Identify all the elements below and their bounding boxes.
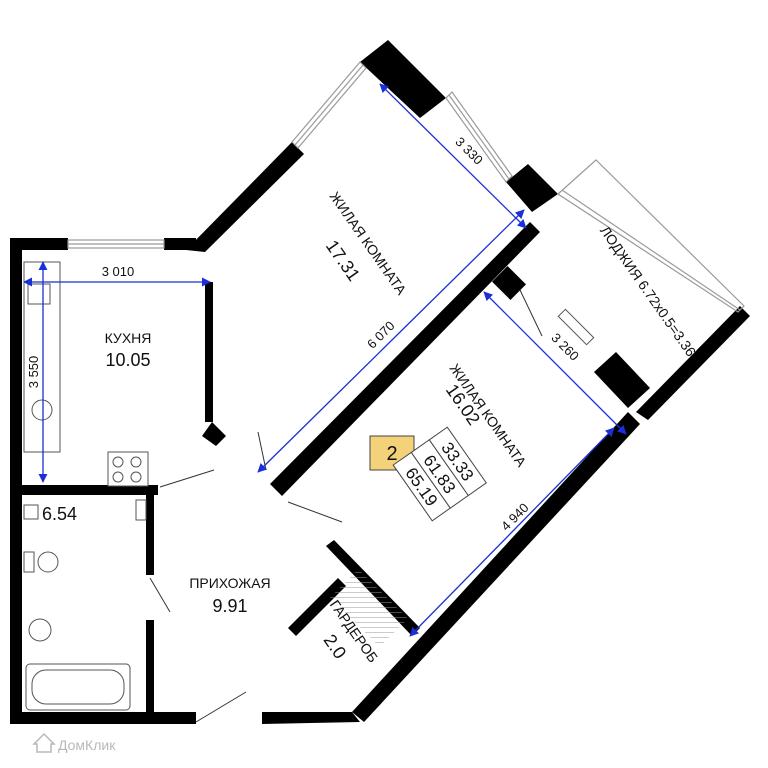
wall-kitchen-bath (10, 485, 158, 495)
dimension-lines (23, 83, 627, 637)
wall-left (10, 238, 22, 722)
hall-area: 9.91 (212, 596, 247, 616)
watermark: ДомКлик (32, 732, 116, 753)
stove (107, 451, 149, 487)
hall-label: ПРИХОЖАЯ (189, 575, 270, 591)
sink-kitchen (27, 283, 51, 305)
washing-machine (23, 504, 39, 520)
wall-loggia-right (636, 306, 750, 420)
toilet (37, 551, 59, 573)
kitchen-round (31, 399, 53, 421)
wall-kitchen-right (205, 282, 213, 422)
wall-wardrobe-left (288, 578, 346, 636)
dim-line-living1-window (379, 83, 527, 229)
wall-living1-left (186, 142, 304, 252)
wall-loggia-inner (594, 352, 650, 408)
dim-line-living2-width (483, 291, 627, 435)
watermark-text: ДомКлик (58, 737, 116, 753)
bathroom-area: 6.54 (42, 504, 77, 524)
dim-living1-diagonal: 6 070 (364, 318, 398, 352)
dim-line-living2-length (409, 427, 615, 637)
wall-kitchen-top-left (10, 238, 68, 250)
wall-kitchen-right-foot (202, 422, 226, 446)
wall-bottom-left (10, 712, 196, 724)
bath-door-jamb (135, 499, 147, 521)
wardrobe-area: 2.0 (320, 631, 351, 663)
living1-area: 17.31 (322, 236, 364, 284)
wall-bath-right-b (146, 620, 154, 720)
loggia-frame (557, 159, 745, 313)
kitchen-area: 10.05 (105, 350, 150, 370)
dim-line-living1-diagonal (257, 209, 525, 473)
kitchen-label: КУХНЯ (105, 330, 152, 346)
dim-kitchen-depth: 3 550 (26, 356, 41, 389)
sink-bath (28, 618, 52, 642)
dim-kitchen-width: 3 010 (102, 264, 135, 279)
wall-bottom-right (262, 712, 360, 724)
wardrobe-hatch (330, 569, 408, 647)
wall-kitchen-top-right (164, 238, 196, 250)
home-icon (32, 732, 56, 753)
loggia-label: ЛОДЖИЯ 6.72х0.5=3.36 (597, 223, 699, 360)
badge-rooms: 2 (386, 443, 397, 465)
window-living1 (291, 61, 367, 149)
wall-bath-right-a (146, 495, 154, 575)
wall-living1-right-corner (506, 164, 558, 212)
